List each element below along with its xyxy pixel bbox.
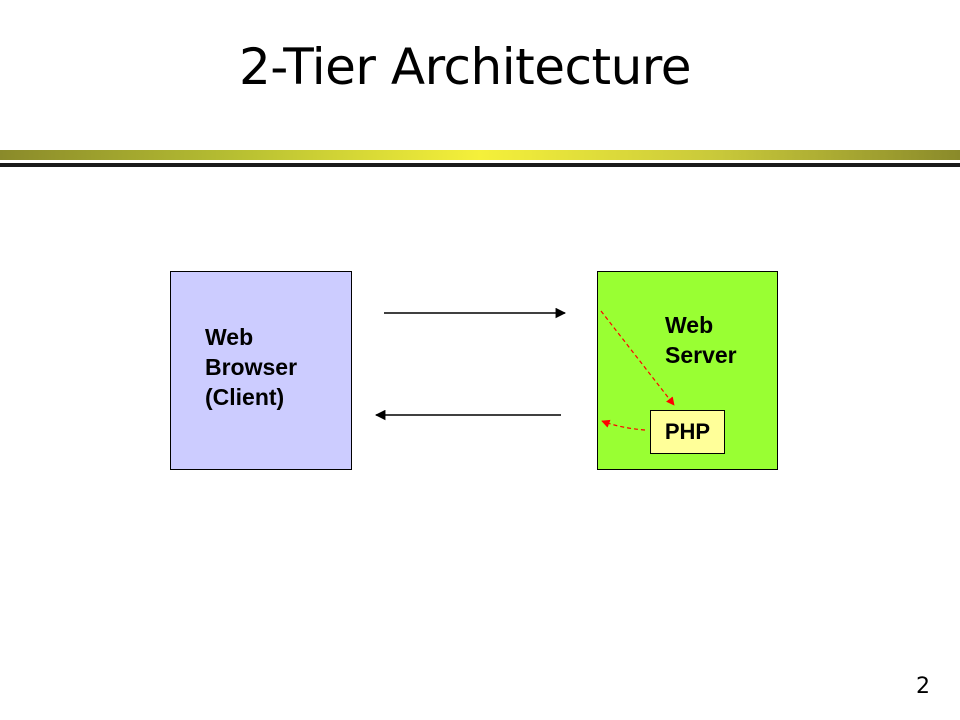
slide-title: 2-Tier Architecture	[239, 38, 691, 96]
client-label-line-1: Web	[205, 324, 254, 350]
server-label: Web Server	[665, 310, 775, 370]
server-label-line-1: Web	[665, 312, 714, 338]
client-label-line-2: Browser	[205, 354, 298, 380]
php-to-server-dashed-arrow	[601, 419, 646, 431]
client-label: Web Browser (Client)	[205, 322, 345, 412]
page-number: 2	[916, 674, 930, 699]
server-to-php-dashed-arrow	[600, 310, 675, 406]
php-box: PHP	[650, 410, 725, 454]
client-label-line-3: (Client)	[205, 384, 285, 410]
title-rule-dark	[0, 163, 960, 167]
client-box	[170, 271, 352, 470]
title-rule-gradient	[0, 150, 960, 160]
server-label-line-2: Server	[665, 342, 737, 368]
